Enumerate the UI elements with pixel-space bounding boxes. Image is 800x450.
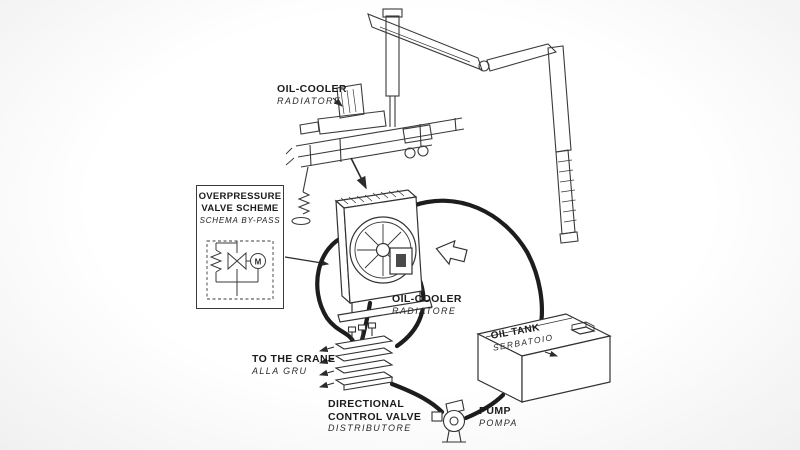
crane-drawing <box>285 8 579 244</box>
label-oil-cooler-main-title: OIL-COOLER <box>392 293 462 305</box>
label-to-the-crane-subtitle: ALLA GRU <box>252 365 308 376</box>
overpressure-schematic: M <box>206 240 274 300</box>
directional-control-valve-drawing <box>334 322 394 391</box>
pump-drawing <box>431 399 466 443</box>
oil-tank-pointer-arrow <box>544 350 558 357</box>
label-pump: PUMP POMPA <box>479 405 518 428</box>
to-crane-arrows <box>318 345 335 389</box>
label-oil-cooler-top-subtitle: RADIATORE <box>277 95 342 106</box>
label-directional-control-valve: DIRECTIONAL CONTROL VALVE DISTRIBUTORE <box>328 398 421 434</box>
overpressure-valve-scheme-box: OVERPRESSURE VALVE SCHEME SCHEMA BY-PASS <box>196 185 284 309</box>
label-pump-title: PUMP <box>479 405 511 417</box>
overpressure-title-line2: VALVE SCHEME <box>201 202 279 214</box>
label-oil-cooler-top-title: OIL-COOLER <box>277 83 347 95</box>
label-to-the-crane-title: TO THE CRANE <box>252 353 336 365</box>
label-oil-cooler-main-subtitle: RADIATORE <box>392 305 457 316</box>
overpressure-title-line1: OVERPRESSURE <box>198 191 282 202</box>
flow-arrow <box>435 239 468 266</box>
label-directional-line2: CONTROL VALVE <box>328 410 422 423</box>
pointer-arrows-top <box>332 97 367 190</box>
label-directional-line1: DIRECTIONAL <box>328 398 405 410</box>
oil-tank-drawing <box>476 313 612 403</box>
label-pump-subtitle: POMPA <box>479 417 518 428</box>
label-oil-cooler-top: OIL-COOLER RADIATORE <box>277 83 347 106</box>
label-directional-subtitle: DISTRIBUTORE <box>328 423 412 434</box>
overpressure-subtitle: SCHEMA BY-PASS <box>199 215 281 225</box>
motor-symbol: M <box>255 258 262 267</box>
label-to-the-crane: TO THE CRANE ALLA GRU <box>252 353 335 376</box>
oil-cooler-unit <box>334 189 433 323</box>
label-oil-cooler-main: OIL-COOLER RADIATORE <box>392 293 462 316</box>
